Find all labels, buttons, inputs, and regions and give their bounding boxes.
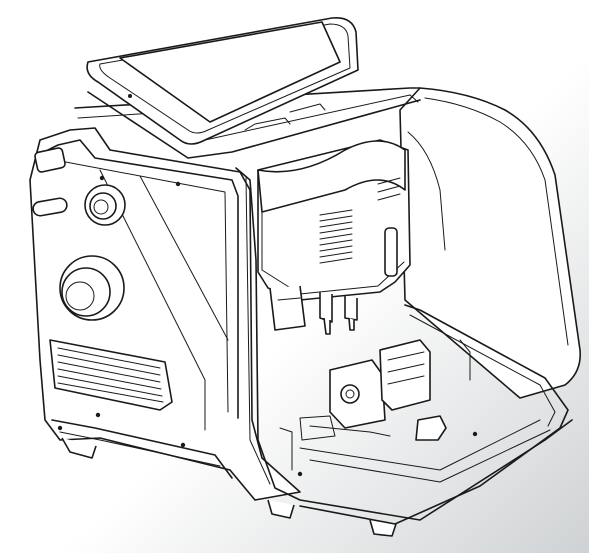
cutter-spindles [269, 285, 358, 335]
base-feet [61, 437, 397, 537]
round-knob-small [84, 184, 126, 226]
rear-housing [74, 87, 582, 399]
front-cover-frame [235, 167, 573, 525]
key-clamp-assembly [279, 339, 447, 471]
vent-grille [49, 339, 173, 411]
chip-tray [299, 339, 551, 483]
screw-dots [57, 175, 478, 477]
spindle-housing [257, 139, 411, 301]
round-knob-large [59, 255, 125, 321]
touchscreen-tablet [86, 16, 421, 159]
